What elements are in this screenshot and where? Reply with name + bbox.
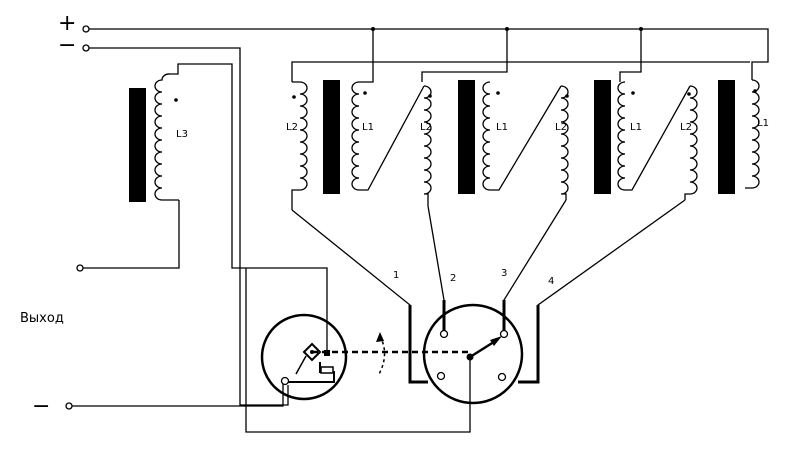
position-4-label: 4 <box>548 276 554 287</box>
coil-l2-label: L2 <box>420 122 432 133</box>
relay-housing <box>260 313 348 401</box>
coil-l1-label: L1 <box>757 118 769 129</box>
position-1-label: 1 <box>393 270 399 281</box>
l3-label: L3 <box>176 129 188 140</box>
relay-spring <box>295 355 307 375</box>
coil-l1-label: L1 <box>630 122 642 133</box>
l3-dot <box>174 98 178 102</box>
transformer-core <box>718 80 735 194</box>
polarity-dot <box>753 89 757 93</box>
bus-drop-wire <box>359 29 374 83</box>
rotation-arrow <box>377 335 386 377</box>
tap-4-contact <box>518 305 540 384</box>
minus-top-terminal <box>82 44 90 52</box>
transformer-core <box>458 80 475 194</box>
polarity-dot <box>428 94 432 98</box>
tap-4-wire <box>537 199 686 382</box>
plus-bus-wire <box>89 28 769 80</box>
relay-contact-block <box>320 366 334 374</box>
l3-coil <box>154 63 328 350</box>
bus-drop-wire <box>421 29 508 82</box>
l3-core <box>129 88 146 202</box>
coil-l2 <box>291 81 308 210</box>
relay-terminal <box>280 376 290 386</box>
coil-l1 <box>351 81 425 191</box>
position-2-label: 2 <box>450 273 456 284</box>
coil-l1 <box>482 81 562 191</box>
bus-drop-wire <box>619 29 642 82</box>
switch-arm-arrow <box>490 336 502 346</box>
minus-bottom-wire <box>72 378 284 407</box>
coil-l2-label: L2 <box>286 122 298 133</box>
switch-contact-3 <box>499 329 509 339</box>
tap-1-contact <box>408 305 428 384</box>
transformer-core <box>323 80 340 194</box>
minus-top-label: − <box>58 33 76 58</box>
switch-contact-2 <box>439 329 449 339</box>
coil-l2-label: L2 <box>680 122 692 133</box>
rotary-switch <box>422 303 524 405</box>
coil-l2 <box>560 85 569 200</box>
coil-l2-label: L2 <box>555 122 567 133</box>
polarity-dot <box>292 95 296 99</box>
polarity-dot <box>687 92 691 96</box>
switch-common-wire <box>245 268 471 433</box>
coil-l2 <box>423 85 432 206</box>
output-terminal <box>76 264 84 272</box>
output-label: Выход <box>20 311 64 326</box>
polarity-dot <box>631 91 635 95</box>
minus-bottom-label: − <box>32 394 50 419</box>
coil-l1 <box>745 79 760 189</box>
rotation-arrowhead <box>376 332 384 342</box>
minus-wire <box>89 47 289 406</box>
tap-2-wire <box>427 205 445 330</box>
polarity-dot <box>496 91 500 95</box>
plus-label: + <box>58 11 76 36</box>
top-link-wire <box>291 61 750 82</box>
coil-l2 <box>684 85 698 200</box>
transformer-core <box>594 80 611 194</box>
tap-3-wire <box>503 199 567 330</box>
position-3-label: 3 <box>501 268 507 279</box>
minus-bottom-terminal <box>65 402 73 410</box>
plus-terminal <box>82 25 90 33</box>
polarity-dot <box>363 91 367 95</box>
relay-contact-lever <box>283 362 335 383</box>
output-wire <box>83 200 180 269</box>
coil-l1-label: L1 <box>362 122 374 133</box>
coil-l1 <box>617 81 691 191</box>
switch-contact-1 <box>436 371 446 381</box>
switch-contact-4 <box>497 372 507 382</box>
coil-l1-label: L1 <box>496 122 508 133</box>
polarity-dot <box>565 94 569 98</box>
